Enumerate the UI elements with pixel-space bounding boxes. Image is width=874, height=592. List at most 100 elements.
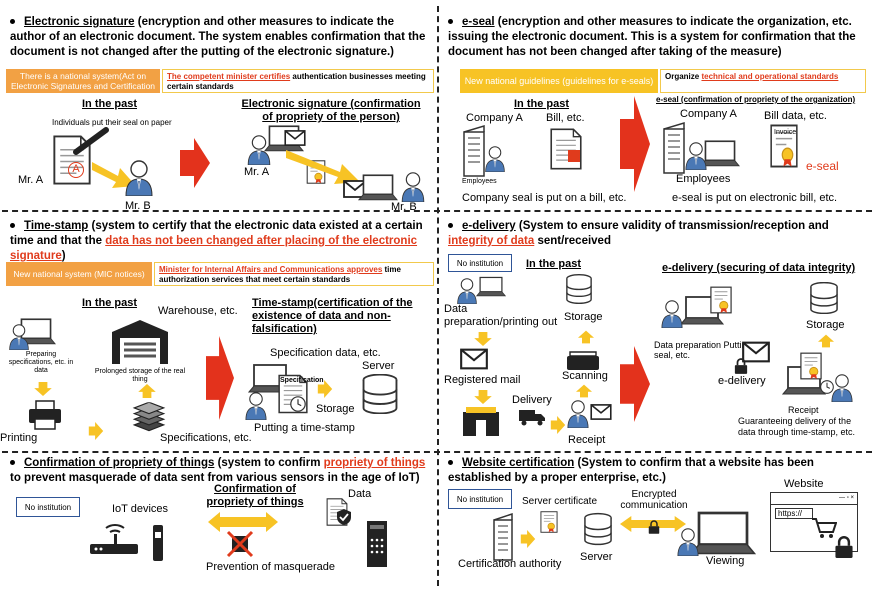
s1-note-rest: authentication businesses meeting certai… — [167, 72, 426, 91]
s6-cert-authority-building-icon — [493, 512, 513, 561]
s6-browser-window: — ▫ × https:// — [770, 492, 858, 552]
s3-server-icon — [362, 374, 398, 414]
s1-seal-caption: Individuals put their seal on paper — [52, 118, 172, 127]
s2-building-icon — [463, 124, 485, 177]
s5-double-arrow-icon — [208, 512, 278, 532]
s4-arrow-right-icon — [550, 416, 566, 434]
s6-encrypted: Encrypted communication — [620, 489, 688, 511]
s4-past-label: In the past — [526, 258, 582, 270]
s2-eseal-tag: e-seal — [806, 159, 839, 173]
s5-prevention: Prevention of masquerade — [206, 561, 336, 573]
s2-note-red: technical and operational standards — [701, 72, 839, 81]
s3-arrow-down-icon — [34, 382, 52, 396]
warehouse-icon — [112, 320, 168, 364]
s5-title-desc-b: to prevent masquerade of data sent from … — [10, 472, 420, 484]
s4-receipt: Receipt — [568, 434, 606, 446]
s2-note-pre: Organize — [665, 72, 702, 81]
divider-v — [437, 6, 439, 586]
s3-title-desc-b: ) — [61, 250, 66, 262]
s1-past-label: In the past — [82, 98, 138, 110]
s5-data: Data — [348, 488, 372, 500]
s4-title-desc-red: integrity of data — [448, 235, 535, 247]
s3-clock-icon — [290, 396, 306, 412]
s6-title-term: Website certification — [462, 457, 575, 469]
s1-basis-text: There is a national system(Act on Electr… — [10, 71, 156, 91]
s3-note-rest: time authorization services that meet ce… — [159, 265, 401, 284]
s5-title: Confirmation of propriety of things (sys… — [10, 456, 434, 486]
seal-mark: A — [68, 162, 84, 178]
scanner-icon — [567, 351, 599, 370]
s4-storage2-icon — [810, 282, 838, 314]
s4-red-arrow-icon — [620, 346, 650, 422]
s4-lock-icon — [734, 358, 748, 374]
s3-person2-icon — [244, 392, 268, 420]
s4-registered: Registered mail — [444, 374, 521, 386]
s3-person-icon — [8, 324, 30, 350]
s2-title: e-seal (encryption and other measures to… — [448, 15, 868, 60]
s6-title: Website certification (System to confirm… — [448, 456, 872, 486]
s3-red-arrow-icon — [206, 336, 234, 420]
s4-registered-mail-icon — [460, 348, 488, 370]
s2-caption-right: e-seal is put on electronic bill, etc. — [672, 192, 838, 204]
s2-employee-icon — [484, 146, 506, 172]
s6-cert-icon — [540, 511, 558, 533]
s3-putting: Putting a time-stamp — [254, 422, 355, 434]
s6-server-cert: Server certificate — [522, 496, 598, 507]
s3-specs: Specifications, etc. — [160, 432, 252, 444]
printer-icon — [28, 400, 62, 430]
s1-transfer-arrow-icon — [286, 150, 360, 184]
s2-paper-bill-icon — [550, 128, 582, 170]
s4-cert-icon — [710, 286, 732, 314]
s4-arrow-down2-icon — [474, 390, 492, 404]
s6-browser-lock-icon — [834, 536, 854, 558]
s4-mail-icon — [590, 404, 612, 420]
s1-title: Electronic signature (encryption and oth… — [10, 15, 430, 60]
handover-arrow-icon — [92, 162, 136, 188]
s5-no-institution: No institution — [16, 497, 80, 517]
s6-url-bar: https:// — [775, 508, 813, 519]
s4-scanning: Scanning — [562, 370, 608, 382]
s4-laptop-icon — [476, 276, 506, 298]
seal-stamp-icon — [73, 127, 109, 155]
s2-title-term: e-seal — [462, 16, 495, 28]
shopping-cart-icon — [812, 518, 837, 538]
s4-title-desc-a: (System to ensure validity of transmissi… — [515, 220, 829, 232]
s3-basis-box: New national system (MIC notices) — [6, 262, 152, 286]
s3-spec-data: Specification data, etc. — [270, 347, 381, 359]
s4-arrow-down-icon — [474, 332, 492, 346]
s6-arrow-right-icon — [520, 530, 536, 548]
s1-mr-a-2: Mr. A — [244, 166, 270, 178]
s2-employee2-icon — [684, 142, 708, 170]
s6-viewing: Viewing — [706, 555, 745, 567]
s6-title-desc: (System to confirm that a website has be… — [448, 457, 814, 484]
s6-website: Website — [784, 478, 824, 490]
s6-viewer-icon — [676, 528, 700, 556]
s6-cert-auth: Certification authority — [458, 558, 562, 570]
s1-envelope-icon — [284, 130, 306, 146]
s5-no-institution-text: No institution — [24, 502, 72, 512]
s5-conf-label: Confirmation of propriety of things — [206, 483, 304, 508]
s3-spec-tag: Specification — [280, 377, 324, 384]
s2-invoice-text: Invoice — [774, 129, 797, 136]
post-office-icon — [463, 407, 499, 436]
s6-no-institution: No institution — [448, 489, 512, 509]
s2-company-seal-mark — [568, 150, 580, 162]
s3-title-desc-a: (system to certify that the electronic d… — [10, 220, 423, 247]
s5-title-desc-a: (system to confirm — [214, 457, 324, 469]
s4-title-term: e-delivery — [462, 220, 516, 232]
s4-title-desc-b: sent/received — [534, 235, 611, 247]
s4-delivery: Delivery — [512, 394, 552, 406]
s4-guarantee: Guaranteeing delivery of the data throug… — [738, 416, 856, 437]
s3-ts-label: Time-stamp(certification of the existenc… — [252, 297, 413, 335]
shield-check-icon — [337, 509, 351, 525]
s1-title-desc: (encryption and other measures to indica… — [10, 16, 426, 58]
s4-clock-icon — [820, 380, 834, 394]
s3-note-box: Minister for Internal Affairs and Commun… — [154, 262, 434, 286]
s4-edelivery: e-delivery — [718, 375, 766, 387]
s2-employees: Employees — [462, 178, 497, 185]
s4-person-icon — [456, 278, 478, 304]
s1-note-box: The competent minister certifies authent… — [162, 69, 434, 93]
s6-lock-icon — [648, 520, 660, 534]
s2-red-arrow-icon — [620, 96, 650, 192]
s6-double-arrow-icon — [620, 516, 686, 532]
